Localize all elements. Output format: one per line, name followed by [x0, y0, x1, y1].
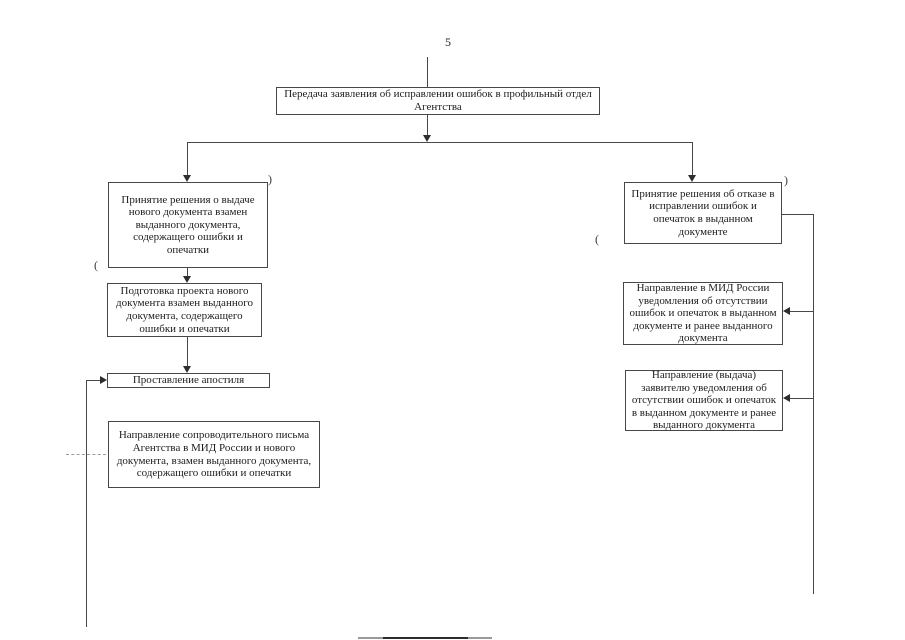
flowchart-node-draft-document-label: Подготовка проекта нового документа взам…	[116, 284, 253, 335]
connector-loop-vertical	[86, 380, 87, 627]
connector-rail-to-notice-applicant	[789, 398, 813, 399]
flowchart-node-cover-letter: Направление сопроводительного письма Аге…	[108, 421, 320, 488]
flowchart-node-decision-new-document-label: Принятие решения о выдаче нового докумен…	[121, 193, 255, 256]
connector-loop-horizontal	[86, 380, 100, 381]
flowchart-node-refusal-decision: Принятие решения об отказе в исправлении…	[624, 182, 782, 244]
connector-transfer-to-branch	[427, 115, 428, 137]
arrowhead-down-right-branch	[688, 175, 696, 182]
flowchart-node-bottom-partial-edge-left	[358, 637, 383, 639]
connector-branch-right-drop	[692, 142, 693, 175]
flowchart-node-notice-applicant-label: Направление (выдача) заявителю уведомлен…	[631, 369, 777, 432]
connector-dashed-cover-letter	[66, 454, 106, 455]
flowchart-node-apostille: Проставление апостиля	[107, 373, 270, 388]
flowchart-node-notice-applicant: Направление (выдача) заявителю уведомлен…	[625, 369, 783, 432]
flowchart-node-transfer: Передача заявления об исправлении ошибок…	[276, 87, 600, 115]
flowchart-node-apostille-label: Проставление апостиля	[132, 374, 245, 387]
connector-draft-to-apostille	[187, 337, 188, 366]
arrowhead-down-left-branch	[183, 175, 191, 182]
connector-refusal-elbow	[782, 214, 813, 215]
flowchart-node-bottom-partial	[383, 637, 468, 639]
connector-top-inflow	[427, 57, 428, 87]
flowchart-node-decision-new-document: Принятие решения о выдаче нового докумен…	[108, 182, 268, 268]
flowchart-node-cover-letter-label: Направление сопроводительного письма Аге…	[116, 429, 312, 480]
arrowhead-right-apostille	[100, 376, 107, 384]
flowchart-node-draft-document: Подготовка проекта нового документа взам…	[107, 283, 262, 337]
connector-right-rail	[813, 214, 814, 594]
scan-mark-close-paren-left: )	[268, 172, 272, 186]
scan-mark-open-paren-left: (	[94, 258, 98, 272]
flowchart-node-notice-mid-label: Направление в МИД России уведомления об …	[629, 282, 777, 345]
connector-rail-to-notice-mid	[789, 311, 813, 312]
flowchart-node-bottom-partial-edge-right	[468, 637, 492, 639]
flowchart-node-transfer-label: Передача заявления об исправлении ошибок…	[284, 88, 592, 113]
arrowhead-down-apostille	[183, 366, 191, 373]
flowchart-node-refusal-decision-label: Принятие решения об отказе в исправлении…	[631, 187, 775, 238]
scan-mark-open-paren-right: (	[595, 232, 599, 246]
arrowhead-left-notice-applicant	[783, 394, 790, 402]
arrowhead-left-notice-mid	[783, 307, 790, 315]
connector-branch-horizontal	[187, 142, 693, 143]
arrowhead-down-draft	[183, 276, 191, 283]
arrowhead-down-branch	[423, 135, 431, 142]
scan-mark-close-paren-right: )	[784, 173, 788, 187]
flowchart-node-notice-mid: Направление в МИД России уведомления об …	[623, 282, 783, 345]
page-number: 5	[445, 35, 451, 49]
connector-branch-left-drop	[187, 142, 188, 175]
connector-decision-to-draft	[187, 268, 188, 276]
